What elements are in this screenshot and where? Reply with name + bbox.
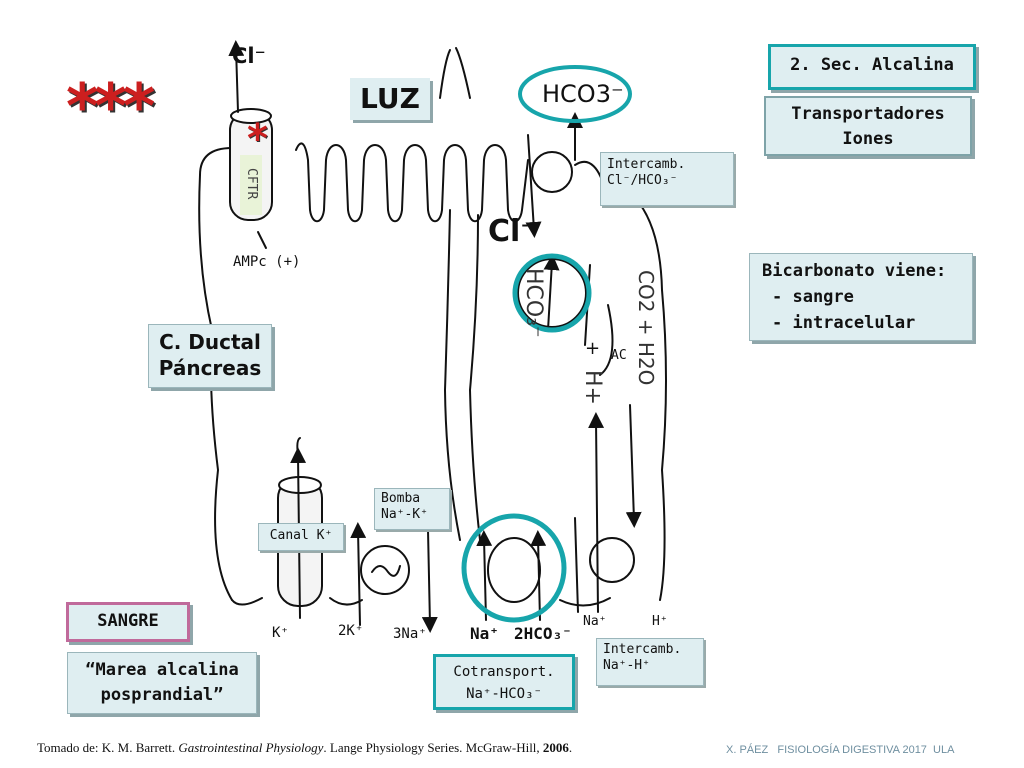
intercamb-na-line1: Intercamb. bbox=[603, 642, 682, 657]
bomba-line1: Bomba bbox=[381, 491, 421, 506]
intercamb-na-h-box: Intercamb. Na⁺-H⁺ bbox=[596, 638, 704, 686]
stars-marker: *** bbox=[66, 70, 155, 143]
na-h-exchanger bbox=[589, 537, 635, 583]
intercamb-cl-line1: Intercamb. bbox=[607, 157, 686, 172]
ductal-line1: C. Ductal bbox=[159, 330, 261, 354]
bicarb-line1: Bicarbonato viene: bbox=[762, 261, 947, 281]
bicarb-line3: - intracelular bbox=[772, 313, 916, 333]
citation-end: . bbox=[568, 740, 573, 755]
cftr-asterisk: * bbox=[247, 116, 268, 162]
co2-h2o-label: CO2 + H2O bbox=[634, 270, 658, 386]
k-plus-label: K⁺ bbox=[272, 625, 289, 641]
citation: Tomado de: K. M. Barrett. Gastrointestin… bbox=[37, 740, 572, 756]
bicarb-line2: - sangre bbox=[772, 287, 854, 307]
bicarbonato-box: Bicarbonato viene: - sangre - intracelul… bbox=[749, 253, 973, 341]
sec-alcalina-box: 2. Sec. Alcalina bbox=[768, 44, 976, 90]
intercamb-cl-line2: Cl⁻/HCO₃⁻ bbox=[607, 173, 678, 189]
transportadores-line1: Transportadores bbox=[791, 104, 945, 124]
cl-mid-label: Cl⁻ bbox=[488, 214, 537, 249]
author-footer: X. PÁEZ FISIOLOGÍA DIGESTIVA 2017 ULA bbox=[726, 744, 955, 756]
marea-line1: “Marea alcalina bbox=[85, 660, 239, 680]
transportadores-box: Transportadores Iones bbox=[764, 96, 972, 156]
lumen-label: LUZ bbox=[350, 78, 430, 120]
bomba-box: Bomba Na⁺-K⁺ bbox=[374, 488, 450, 530]
cotransporter bbox=[487, 537, 541, 603]
na-k-pump bbox=[360, 545, 410, 595]
marea-box: “Marea alcalina posprandial” bbox=[67, 652, 257, 714]
citation-suffix: . Lange Physiology Series. McGraw-Hill, bbox=[323, 740, 543, 755]
cell-outline-left bbox=[198, 174, 233, 601]
cotransport-line2: Na⁺-HCO₃⁻ bbox=[466, 686, 542, 702]
sangre-box: SANGRE bbox=[66, 602, 190, 642]
marea-line2: posprandial” bbox=[100, 685, 224, 705]
cl-top-label: Cl⁻ bbox=[232, 44, 266, 68]
hco3-hand-label: HCO₃⁻ bbox=[521, 268, 546, 338]
citation-year: 2006 bbox=[542, 740, 569, 755]
two-hco3-label: 2HCO₃⁻ bbox=[514, 624, 572, 643]
canal-k-box: Canal K⁺ bbox=[258, 523, 344, 551]
na-right-label: Na⁺ bbox=[583, 614, 607, 629]
apical-microvilli bbox=[199, 142, 529, 223]
h-right-label: H⁺ bbox=[652, 614, 668, 629]
cotransport-line1: Cotransport. bbox=[453, 664, 555, 680]
hco3-top-label: HCO3⁻ bbox=[542, 80, 624, 108]
na-plus-label: Na⁺ bbox=[470, 624, 499, 643]
ac-label: AC bbox=[611, 348, 627, 363]
intercamb-cl-hco3-box: Intercamb. Cl⁻/HCO₃⁻ bbox=[600, 152, 734, 206]
cell-outline-right bbox=[619, 184, 667, 601]
ductal-cell-box: C. Ductal Páncreas bbox=[148, 324, 272, 388]
three-na-label: 3Na⁺ bbox=[393, 626, 427, 642]
cotransport-box: Cotransport. Na⁺-HCO₃⁻ bbox=[433, 654, 575, 710]
ductal-line2: Páncreas bbox=[158, 356, 262, 380]
cftr-label: CFTR bbox=[244, 168, 259, 200]
citation-prefix: Tomado de: K. M. Barrett. bbox=[37, 740, 179, 755]
highlight-cotransporter bbox=[461, 513, 567, 623]
transportadores-line2: Iones bbox=[842, 129, 894, 149]
highlight-hco3-inner bbox=[512, 253, 592, 333]
bomba-line2: Na⁺-K⁺ bbox=[381, 507, 428, 523]
highlight-hco3-top bbox=[518, 65, 632, 123]
ampc-label: AMPc (+) bbox=[233, 254, 301, 270]
intercamb-na-line2: Na⁺-H⁺ bbox=[603, 658, 650, 674]
two-k-label: 2K⁺ bbox=[338, 623, 364, 639]
plus-label: + bbox=[585, 338, 601, 359]
h-plus-label: H+ bbox=[580, 370, 605, 405]
citation-title: Gastrointestinal Physiology bbox=[178, 740, 324, 755]
